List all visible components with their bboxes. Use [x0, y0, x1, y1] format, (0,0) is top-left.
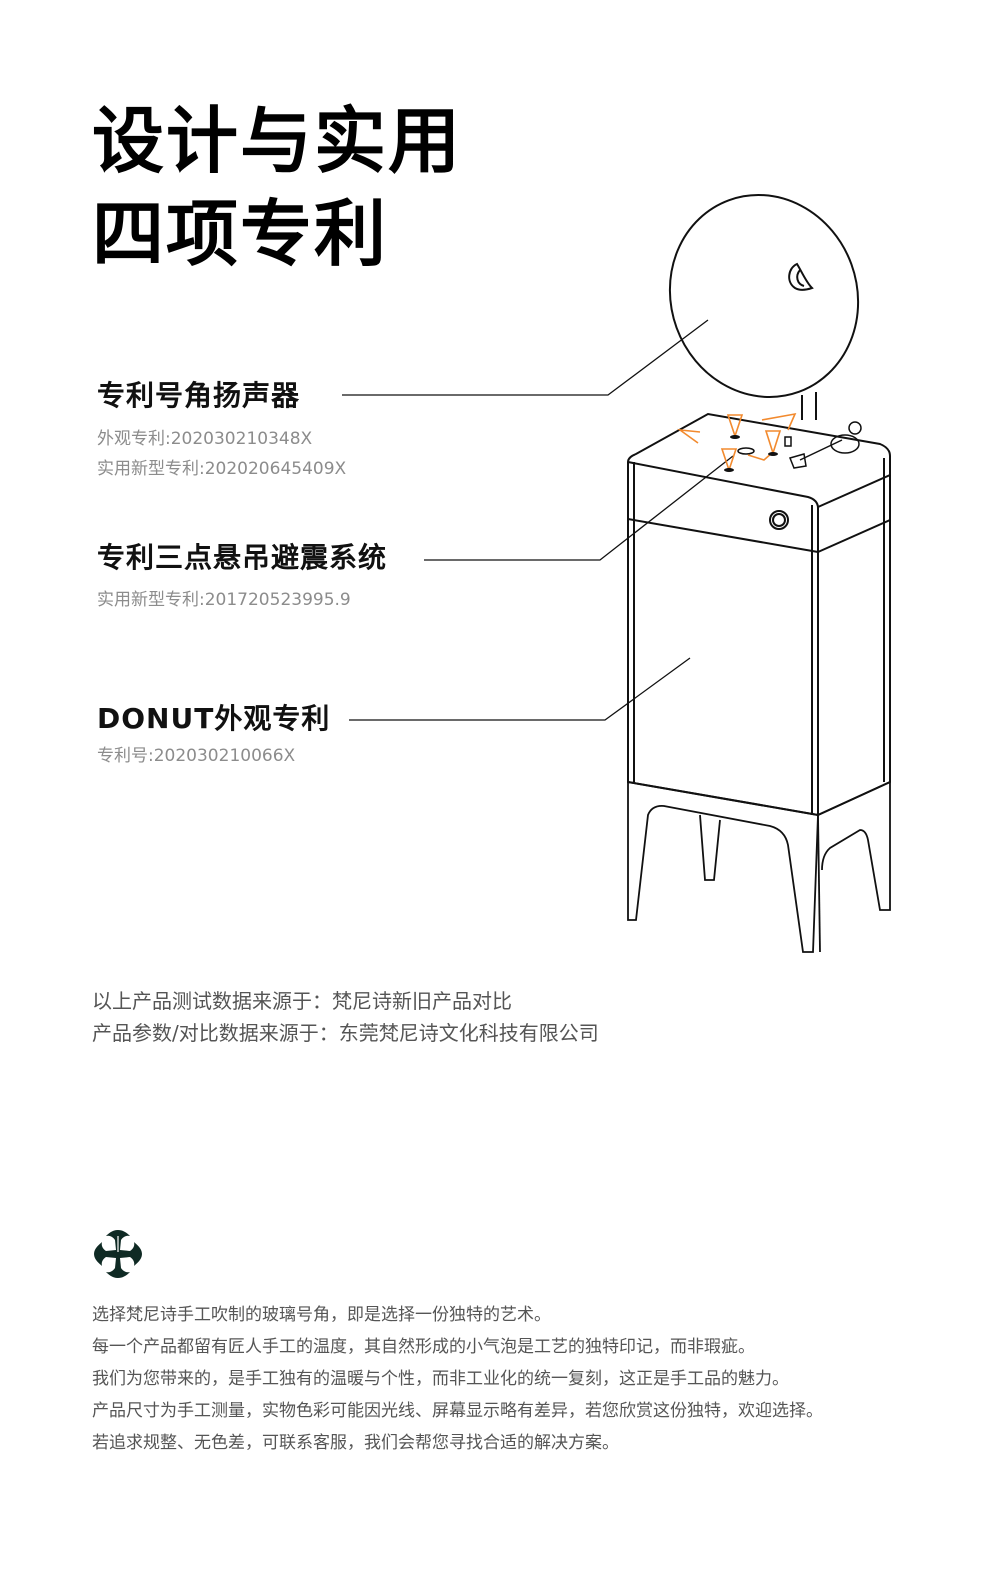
- feature-detail: 外观专利:202030210348X: [97, 429, 313, 449]
- suspension-points-icon: [677, 412, 797, 473]
- page-title-line1: 设计与实用: [92, 99, 463, 183]
- description-line: 产品尺寸为手工测量，实物色彩可能因光线、屏幕显示略有差异，若您欣赏这份独特，欢迎…: [92, 1401, 823, 1421]
- page-title-line2: 四项专利: [92, 192, 389, 276]
- cabinet-legs: [627, 780, 891, 953]
- cabinet-body: [627, 412, 891, 817]
- horn-icon: [668, 194, 860, 420]
- source-note: 产品参数/对比数据来源于：东莞梵尼诗文化科技有限公司: [92, 1021, 599, 1045]
- description-line: 若追求规整、无色差，可联系客服，我们会帮您寻找合适的解决方案。: [92, 1433, 619, 1453]
- product-line-drawing: [342, 194, 891, 953]
- description-line: 选择梵尼诗手工吹制的玻璃号角，即是选择一份独特的艺术。: [92, 1305, 551, 1325]
- description-line: 每一个产品都留有匠人手工的温度，其自然形成的小气泡是工艺的独特印记，而非瑕疵。: [92, 1337, 755, 1357]
- feature-detail: 实用新型专利:202020645409X: [97, 459, 347, 479]
- cross-fleury-icon: [94, 1230, 142, 1278]
- spike-bases: [724, 435, 778, 472]
- feature-detail: 专利号:202030210066X: [97, 746, 296, 766]
- feature-detail: 实用新型专利:201720523995.9: [97, 590, 351, 610]
- source-note: 以上产品测试数据来源于：梵尼诗新旧产品对比: [92, 989, 512, 1013]
- feature-title-suspension: 专利三点悬吊避震系统: [97, 541, 388, 574]
- feature-title-donut: DONUT外观专利: [97, 702, 331, 735]
- feature-title-horn-speaker: 专利号角扬声器: [97, 379, 301, 412]
- callout-lines: [342, 319, 734, 721]
- turntable-arm-icon: [737, 421, 862, 469]
- description-line: 我们为您带来的，是手工独有的温暖与个性，而非工业化的统一复刻，这正是手工品的魅力…: [92, 1369, 789, 1389]
